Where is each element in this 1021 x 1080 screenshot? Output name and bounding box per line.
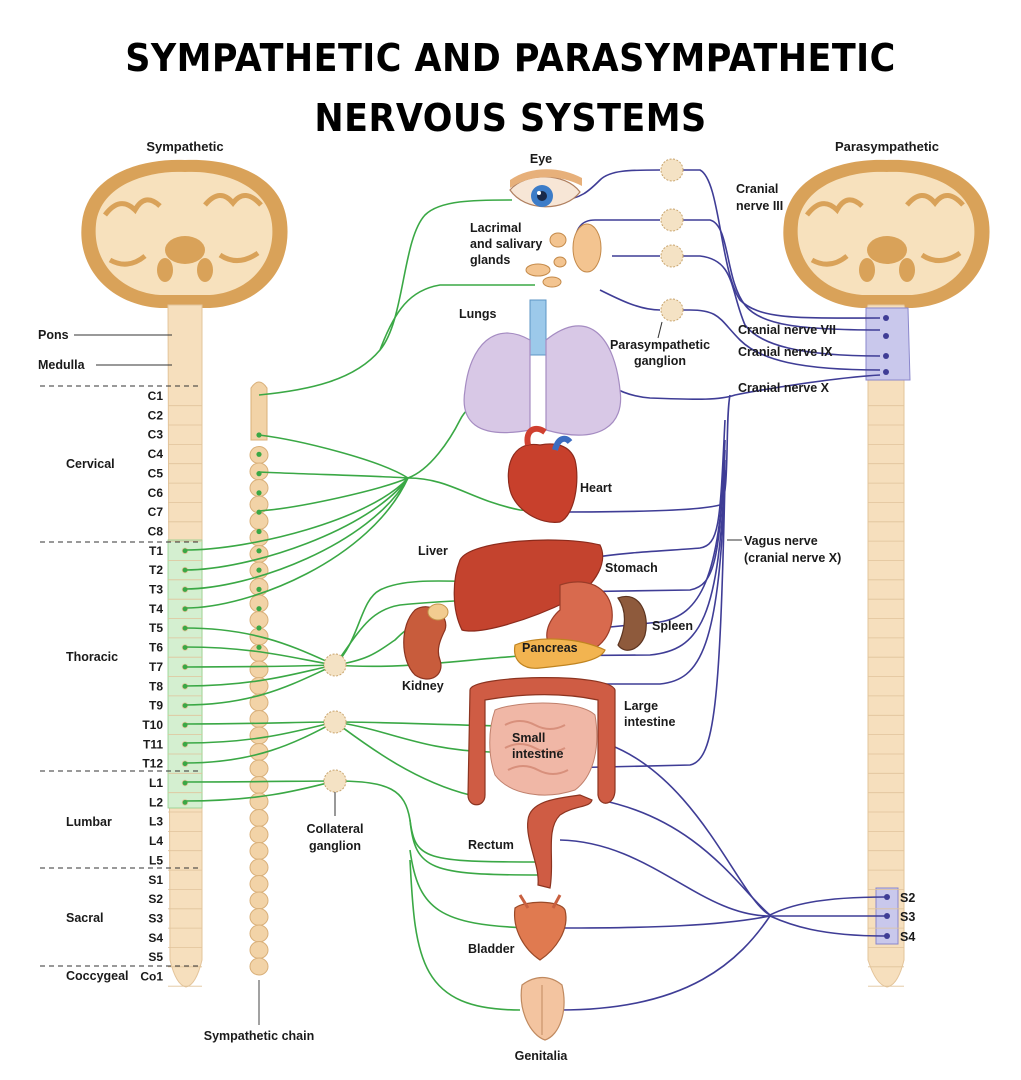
genitalia-label: Genitalia [515,1049,569,1063]
vagus-nerve-label-1: Vagus nerve [744,534,818,548]
segment-label-c3: C3 [148,428,164,442]
sympathetic-chain-label: Sympathetic chain [204,1029,314,1043]
stomach-label: Stomach [605,561,658,575]
salivary-glands [525,223,602,288]
segment-label-c8: C8 [148,525,164,539]
cranial-nerve-iii-label-1: Cranial [736,182,778,196]
s4-label: S4 [900,930,915,944]
eye-organ [509,169,582,208]
sympathetic-chain [249,381,269,1025]
collateral-ganglion-label-2: ganglion [309,839,361,853]
genitalia-organ [520,976,565,1041]
segment-label-t9: T9 [149,699,163,713]
right-spinal-cord [865,304,911,988]
segment-label-c6: C6 [148,486,164,500]
segment-label-t11: T11 [143,737,163,751]
pons-label: Pons [38,328,69,342]
bladder-organ [513,894,567,961]
lacrimal-label-1: Lacrimal [470,221,521,235]
parasympathetic-ganglion-label-1: Parasympathetic [610,338,710,352]
small-intestine-label-2: intestine [512,747,563,761]
heart-label: Heart [580,481,613,495]
lacrimal-label-3: glands [470,253,510,267]
segment-label-s5: S5 [148,950,163,964]
segment-label-t4: T4 [149,602,163,616]
kidney-organ [403,603,449,680]
lungs-organ [463,299,622,436]
cervical-label: Cervical [66,457,115,471]
spleen-organ [617,595,647,651]
kidney-label: Kidney [402,679,444,693]
heart-organ [507,425,578,523]
intestines-organ [467,677,616,806]
sacral-label: Sacral [66,911,104,925]
segment-label-s3: S3 [148,912,163,926]
segment-label-c7: C7 [148,505,164,519]
rectum-label: Rectum [468,838,514,852]
segment-label-t1: T1 [149,544,163,558]
medulla-label: Medulla [38,358,86,372]
left-spinal-cord [167,304,203,988]
rectum-organ [527,794,593,889]
liver-label: Liver [418,544,448,558]
segment-label-t12: T12 [142,757,163,771]
lumbar-label: Lumbar [66,815,112,829]
pancreas-organ [513,638,606,669]
segment-label-l4: L4 [149,834,163,848]
segment-label-c2: C2 [148,408,164,422]
segment-label-l1: L1 [149,776,163,790]
large-intestine-label-1: Large [624,699,658,713]
segment-label-t2: T2 [149,563,163,577]
s2-label: S2 [900,891,915,905]
parasympathetic-ganglia [660,158,684,322]
lacrimal-label-2: and salivary [470,237,542,251]
large-intestine-label-2: intestine [624,715,675,729]
cranial-nerve-exits [883,315,890,939]
cranial-nerve-iii-label-2: nerve III [736,199,783,213]
small-intestine-label-1: Small [512,731,545,745]
collateral-ganglion-label-1: Collateral [307,822,364,836]
segment-label-c4: C4 [148,447,164,461]
segment-label-s4: S4 [148,931,163,945]
eye-label: Eye [530,152,552,166]
segment-label-t6: T6 [149,641,163,655]
spleen-label: Spleen [652,619,693,633]
left-brain [81,159,288,308]
lungs-label: Lungs [459,307,497,321]
segment-labels: C1C2C3C4C5C6C7C8T1T2T3T4T5T6T7T8T9T10T11… [140,389,163,984]
segment-label-c1: C1 [148,389,164,403]
segment-label-t3: T3 [149,583,163,597]
segment-label-l5: L5 [149,853,163,867]
segment-label-c5: C5 [148,466,164,480]
pancreas-label: Pancreas [522,641,578,655]
page-title: SYMPATHETIC AND PARASYMPATHETIC NERVOUS … [125,36,896,140]
segment-label-t10: T10 [142,718,163,732]
segment-label-s1: S1 [148,873,163,887]
parasympathetic-header: Parasympathetic [835,139,939,154]
segment-label-s2: S2 [148,892,163,906]
parasympathetic-ganglion-label-2: ganglion [634,354,686,368]
vagus-nerve-label-2: (cranial nerve X) [744,551,841,565]
bladder-label: Bladder [468,942,515,956]
segment-label-l3: L3 [149,815,163,829]
thoracic-label: Thoracic [66,650,118,664]
segment-label-l2: L2 [149,795,163,809]
s3-label: S3 [900,910,915,924]
parasympathetic-nerves [509,169,886,1011]
sympathetic-header: Sympathetic [146,139,223,154]
segment-label-co1: Co1 [140,970,163,984]
right-brain [783,159,990,308]
coccygeal-label: Coccygeal [66,969,129,983]
segment-label-t7: T7 [149,660,163,674]
cranial-nerve-vii-label: Cranial nerve VII [738,323,836,337]
collateral-ganglia [323,653,347,793]
cranial-nerve-ix-label: Cranial nerve IX [738,345,833,359]
segment-label-t8: T8 [149,679,163,693]
cranial-nerve-x-label: Cranial nerve X [738,381,830,395]
segment-label-t5: T5 [149,621,163,635]
